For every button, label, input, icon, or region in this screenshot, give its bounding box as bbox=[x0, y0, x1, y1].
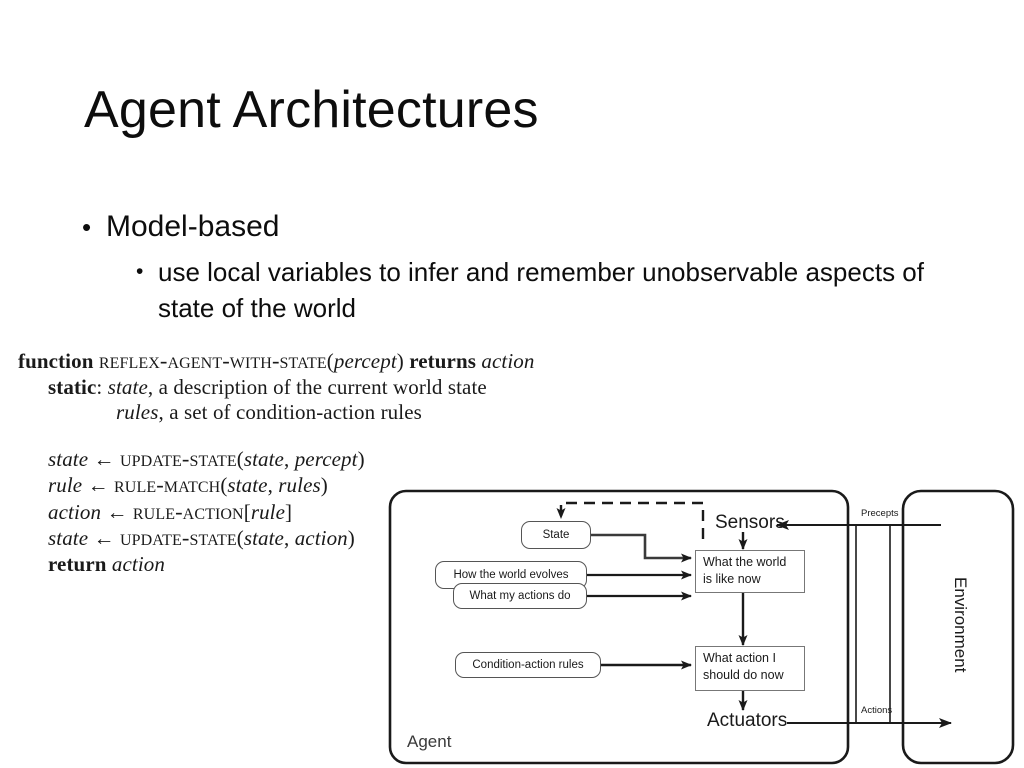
pseudocode-token: Update-State bbox=[119, 525, 237, 550]
page-title: Agent Architectures bbox=[84, 81, 539, 139]
pseudocode-token: ( bbox=[236, 526, 244, 550]
label-percepts: Precepts bbox=[861, 508, 899, 519]
pseudocode-token: Rule-Action bbox=[132, 498, 244, 524]
pseudocode-token: , bbox=[267, 473, 279, 497]
pseudocode-token: rule bbox=[250, 499, 286, 524]
pseudocode-line: rule ← Rule-Match(state, rules) bbox=[18, 472, 638, 499]
pseudocode-token: function bbox=[18, 349, 99, 373]
pseudocode-token: state bbox=[107, 374, 148, 399]
box-world-now-line1: What the world bbox=[703, 555, 787, 569]
pseudocode-token: action bbox=[294, 526, 348, 550]
pseudocode-token: state bbox=[243, 446, 284, 471]
pseudocode-token: state bbox=[48, 446, 94, 471]
label-actuators: Actuators bbox=[707, 710, 788, 731]
pseudocode-token: returns bbox=[409, 349, 482, 373]
pseudocode-token: state bbox=[243, 526, 284, 550]
pseudocode-token: action bbox=[48, 499, 107, 524]
pseudocode-block: function Reflex-Agent-With-State(percept… bbox=[18, 348, 638, 577]
pseudocode-token: rules bbox=[278, 473, 321, 497]
agent-architecture-diagram: State How the world evolves What my acti… bbox=[385, 482, 1024, 768]
pseudocode-line: state ← Update-State(state, percept) bbox=[18, 446, 638, 473]
pseudocode-token: , bbox=[283, 526, 295, 550]
bullet-marker-icon: • bbox=[82, 212, 92, 242]
bullet-level1-text: Model-based bbox=[106, 210, 280, 243]
pseudocode-token: ) bbox=[357, 446, 365, 471]
sub-bullet-marker-icon: • bbox=[136, 260, 144, 283]
pseudocode-token: percept bbox=[294, 446, 358, 471]
box-action-now-line1: What action I bbox=[703, 651, 776, 665]
pseudocode-line: function Reflex-Agent-With-State(percept… bbox=[18, 348, 638, 375]
label-sensors: Sensors bbox=[715, 512, 785, 533]
pseudocode-token: ) bbox=[320, 473, 328, 497]
pseudocode-token: percept bbox=[333, 349, 397, 373]
pseudocode-token: rules bbox=[116, 400, 159, 424]
pseudocode-line: rules, a set of condition-action rules bbox=[18, 400, 638, 426]
pseudocode-token: rule bbox=[48, 473, 88, 497]
diagram-vector-layer bbox=[388, 489, 1015, 765]
pseudocode-token: return bbox=[48, 551, 112, 576]
box-action-now-line2: should do now bbox=[703, 668, 784, 682]
pseudocode-token: , bbox=[283, 446, 295, 471]
bullet-level2: • use local variables to infer and remem… bbox=[134, 254, 958, 326]
pseudocode-token: ) bbox=[396, 349, 410, 373]
pseudocode-token: Update-State bbox=[119, 445, 237, 471]
bullet-level2-text: use local variables to infer and remembe… bbox=[158, 257, 924, 323]
pseudocode-token: action bbox=[111, 551, 165, 576]
pseudocode-token: Reflex-Agent-With-State bbox=[98, 348, 327, 373]
box-what-my-actions-do: What my actions do bbox=[453, 583, 587, 609]
pseudocode-token: ← bbox=[106, 499, 133, 524]
pseudocode-line: return action bbox=[18, 552, 638, 578]
pseudocode-token: [ bbox=[243, 499, 251, 524]
box-what-the-world-is-like-now: What the world is like now bbox=[695, 550, 805, 593]
pseudocode-line: action ← Rule-Action[rule] bbox=[18, 499, 638, 526]
pseudocode-token: ( bbox=[236, 446, 244, 471]
bullet-level1: • Model-based bbox=[78, 208, 978, 246]
pseudocode-token: , a description of the current world sta… bbox=[147, 374, 487, 399]
pseudocode-token: ( bbox=[220, 473, 228, 497]
box-world-now-line2: is like now bbox=[703, 572, 761, 586]
pseudocode-token: Rule-Match bbox=[114, 472, 221, 497]
label-agent: Agent bbox=[407, 732, 452, 751]
bullet-list: • Model-based • use local variables to i… bbox=[78, 208, 978, 326]
pseudocode-token: : bbox=[96, 374, 108, 399]
pseudocode-token: action bbox=[481, 349, 535, 373]
pseudocode-token: ← bbox=[87, 473, 115, 497]
box-condition-action-rules: Condition-action rules bbox=[455, 652, 601, 678]
box-what-action-i-should-do-now: What action I should do now bbox=[695, 646, 805, 691]
box-state: State bbox=[521, 521, 591, 549]
pseudocode-token: state bbox=[48, 526, 94, 550]
pseudocode-token: ( bbox=[326, 349, 334, 373]
pseudocode-token: ← bbox=[93, 446, 120, 471]
pseudocode-line: static: state, a description of the curr… bbox=[18, 375, 638, 401]
pseudocode-token: state bbox=[227, 473, 268, 497]
pseudocode-token: ) bbox=[347, 526, 355, 550]
pseudocode-token: ] bbox=[285, 499, 293, 524]
pseudocode-line: state ← Update-State(state, action) bbox=[18, 525, 638, 552]
label-environment: Environment bbox=[951, 577, 970, 673]
pseudocode-token: , a set of condition-action rules bbox=[158, 400, 422, 424]
pseudocode-token: static bbox=[48, 374, 97, 399]
label-actions: Actions bbox=[861, 705, 893, 716]
pseudocode-token: ← bbox=[93, 526, 120, 550]
